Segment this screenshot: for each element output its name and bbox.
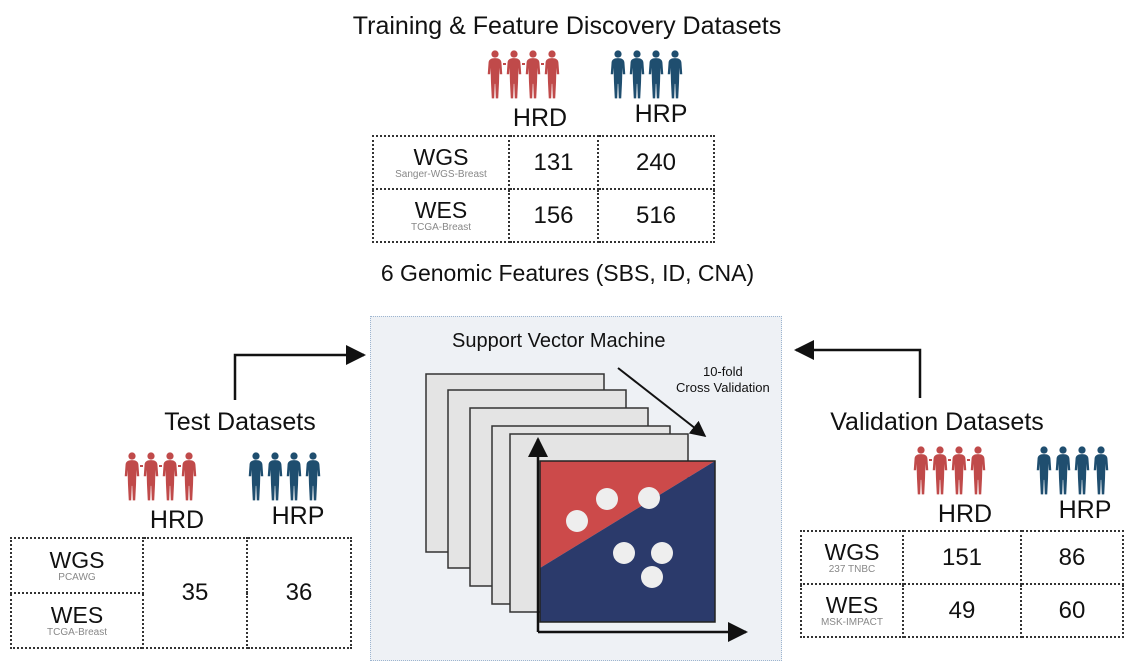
dataset-source: TCGA-Breast xyxy=(46,626,107,638)
dataset-source: 237 TNBC xyxy=(828,563,876,575)
training-title: Training & Feature Discovery Datasets xyxy=(352,12,782,40)
data-point xyxy=(651,542,673,564)
validation-wes-hrp: 60 xyxy=(1058,596,1086,624)
training-hrd-header: HRD xyxy=(512,104,568,132)
hrp-people-icon xyxy=(1036,446,1109,495)
validation-wes-hrd: 49 xyxy=(948,596,976,624)
training-wes-hrd: 156 xyxy=(533,201,574,229)
training-hrp-header: HRP xyxy=(634,100,688,128)
cv-label: 10-fold Cross Validation xyxy=(676,364,770,396)
data-point xyxy=(613,542,635,564)
hrp-people-icon xyxy=(248,452,321,501)
data-point xyxy=(596,488,618,510)
hrd-people-icon xyxy=(913,446,986,495)
dataset-type: WGS xyxy=(413,143,469,170)
validation-title: Validation Datasets xyxy=(830,408,1044,436)
dataset-source: TCGA-Breast xyxy=(410,221,471,233)
validation-hrd-header: HRD xyxy=(937,500,993,528)
dataset-type: WES xyxy=(825,591,879,618)
training-wgs-hrp: 240 xyxy=(635,148,677,176)
data-point xyxy=(566,510,588,532)
decision-plot xyxy=(539,460,716,623)
training-row-wgs: WGS Sanger-WGS-Breast xyxy=(372,135,510,190)
validation-to-svm-arrow xyxy=(794,340,922,398)
training-table: WGS Sanger-WGS-Breast 131 240 WES TCGA-B… xyxy=(372,135,715,243)
dataset-source: MSK-IMPACT xyxy=(820,616,884,628)
training-wgs-hrd: 131 xyxy=(533,148,574,176)
svm-diagram xyxy=(425,367,748,642)
dataset-type: WES xyxy=(414,196,468,223)
features-label: 6 Genomic Features (SBS, ID, CNA) xyxy=(380,260,755,286)
validation-wgs-hrp: 86 xyxy=(1058,543,1086,571)
data-point xyxy=(641,566,663,588)
hrp-region xyxy=(540,461,715,622)
dataset-source: Sanger-WGS-Breast xyxy=(395,168,487,180)
test-row-wgs: WGS PCAWG xyxy=(10,537,144,594)
hrd-people-icon xyxy=(124,452,197,501)
dataset-type: WES xyxy=(50,601,104,628)
svm-title: Support Vector Machine xyxy=(452,330,666,352)
test-hrd: 35 xyxy=(181,579,209,606)
test-title: Test Datasets xyxy=(164,408,316,436)
test-hrp-header: HRP xyxy=(271,502,325,530)
test-hrd-header: HRD xyxy=(149,506,205,534)
training-row-wes: WES TCGA-Breast xyxy=(372,188,510,243)
validation-wgs-hrd: 151 xyxy=(941,543,983,571)
cv-line-2: Cross Validation xyxy=(676,380,770,395)
test-table: WGS PCAWG 35 36 WES TCGA-Breast xyxy=(10,537,352,649)
test-row-wes: WES TCGA-Breast xyxy=(10,592,144,649)
hrd-people-icon xyxy=(487,50,560,99)
validation-row-wes: WES MSK-IMPACT xyxy=(800,583,904,638)
data-point xyxy=(638,487,660,509)
dataset-type: WGS xyxy=(824,538,880,565)
validation-hrp-header: HRP xyxy=(1058,496,1112,524)
test-to-svm-arrow xyxy=(233,345,366,400)
validation-table: WGS 237 TNBC 151 86 WES MSK-IMPACT 49 60 xyxy=(800,530,1124,638)
dataset-type: WGS xyxy=(49,546,105,573)
dataset-source: PCAWG xyxy=(58,571,96,583)
validation-row-wgs: WGS 237 TNBC xyxy=(800,530,904,585)
cv-line-1: 10-fold xyxy=(702,364,743,379)
training-wes-hrp: 516 xyxy=(635,201,677,229)
cv-arrow xyxy=(617,367,707,437)
test-hrp: 36 xyxy=(285,579,313,606)
